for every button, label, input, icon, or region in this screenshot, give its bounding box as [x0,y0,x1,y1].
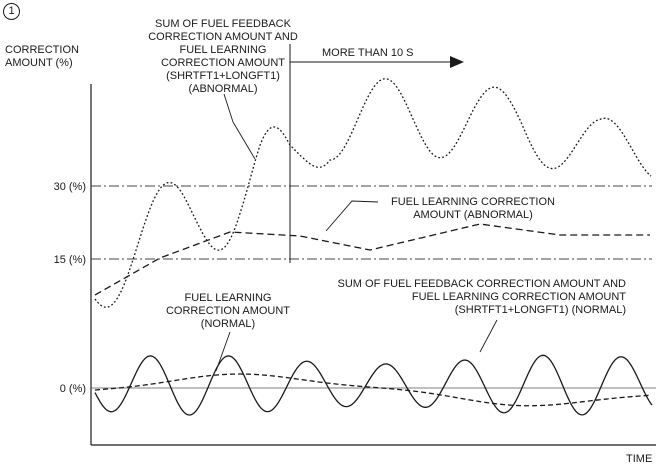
annotation-sum-abnormal-line: SUM OF FUEL FEEDBACK [155,18,291,30]
annotation-sum-abnormal-line: (ABNORMAL) [188,83,258,95]
annotation-duration: MORE THAN 10 S [322,47,414,59]
series-sum-abnormal-line [94,78,652,308]
figure-number-badge: 1 [3,3,20,20]
leader-learning-normal [215,331,231,372]
series-learning-abnormal-line [94,223,650,296]
annotation-learning-normal-line: (NORMAL) [200,318,256,330]
annotation-learning-abnormal: FUEL LEARNING CORRECTION AMOUNT (ABNORMA… [378,196,568,222]
y-axis-label-line2: AMOUNT (%) [5,57,73,69]
annotation-sum-abnormal-line: FUEL LEARNING [179,44,267,56]
tick-label-30: 30 (%) [53,181,86,193]
annotation-sum-abnormal: SUM OF FUEL FEEDBACK CORRECTION AMOUNT A… [118,18,328,96]
series-sum-normal-line [94,354,653,416]
leader-sum-normal [479,319,498,353]
arrow-head-icon [450,56,464,68]
annotation-learning-normal: FUEL LEARNING CORRECTION AMOUNT (NORMAL) [158,292,298,331]
annotation-sum-normal-line: FUEL LEARNING CORRECTION AMOUNT [411,291,626,303]
annotation-learning-abnormal-line: AMOUNT (ABNORMAL) [413,209,533,221]
x-axis-label: TIME [626,453,653,465]
annotation-learning-normal-line: FUEL LEARNING [184,292,272,304]
annotation-learning-normal-line: CORRECTION AMOUNT [165,305,291,317]
y-axis-label-line1: CORRECTION [5,44,79,56]
annotation-sum-abnormal-line: CORRECTION AMOUNT AND [148,31,298,43]
annotation-sum-normal-line: (SHRTFT1+LONGFT1) (NORMAL) [454,304,626,316]
annotation-sum-normal: SUM OF FUEL FEEDBACK CORRECTION AMOUNT A… [318,278,626,317]
tick-label-15: 15 (%) [53,254,86,266]
series-learning-normal-line [94,373,651,407]
annotation-sum-normal-line: SUM OF FUEL FEEDBACK CORRECTION AMOUNT A… [337,278,626,290]
tick-label-0: 0 (%) [59,383,86,395]
leader-learning-abnormal [325,200,379,232]
annotation-sum-abnormal-line: (SHRTFT1+LONGFT1) [166,70,280,82]
annotation-sum-abnormal-line: CORRECTION AMOUNT [160,57,286,69]
annotation-learning-abnormal-line: FUEL LEARNING CORRECTION [390,196,555,208]
leader-sum-abnormal [223,93,256,160]
